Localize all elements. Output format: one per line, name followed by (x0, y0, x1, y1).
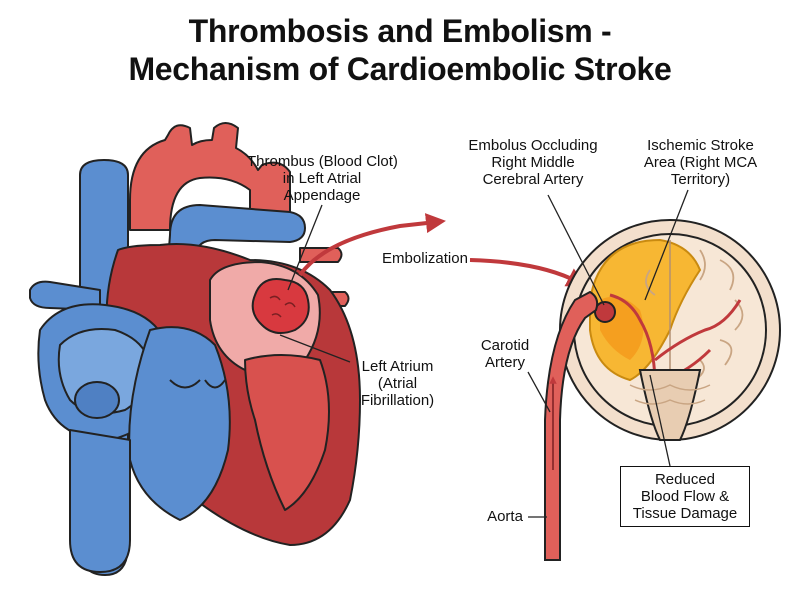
right-ventricle (128, 326, 231, 521)
embolization-arrow (298, 213, 446, 277)
aortic-arch (129, 122, 291, 231)
page-title: Thrombosis and Embolism - Mechanism of C… (0, 12, 800, 88)
tricuspid-valve (169, 379, 226, 389)
heart-illustration (29, 122, 361, 576)
right-atrium-oval (74, 381, 120, 419)
reduced-leader (649, 374, 671, 467)
title-line-2: Mechanism of Cardioembolic Stroke (128, 51, 672, 87)
embolus-clot (594, 301, 616, 323)
carotid-label: Carotid Artery (480, 337, 530, 371)
title-line-1: Thrombosis and Embolism - (188, 13, 612, 49)
reduced-flow-box: Reduced Blood Flow & Tissue Damage (620, 466, 750, 527)
embolization-arrow-2 (469, 258, 587, 287)
thrombus-clot-texture (269, 295, 296, 318)
carotid-artery (544, 290, 599, 561)
left-atrium-label: Left Atrium (Atrial Fibrillation) (360, 358, 435, 409)
thrombus-label: Thrombus (Blood Clot) in Left Atrial App… (247, 153, 398, 204)
brain-illustration (559, 219, 781, 441)
thrombus-clot (251, 278, 310, 335)
cerebellum-lines (629, 384, 711, 405)
thrombus-leader (287, 204, 323, 291)
ischemic-leader (644, 189, 689, 301)
embolus-label: Embolus Occluding Right Middle Cerebral … (468, 137, 598, 188)
brainstem (638, 369, 702, 441)
aorta-label: Aorta (487, 508, 523, 525)
embolization-label: Embolization (382, 250, 468, 267)
brain-folds (645, 249, 744, 381)
embolus-leader (547, 194, 605, 306)
ischemic-label: Ischemic Stroke Area (Right MCA Territor… (643, 137, 758, 188)
carotid-leader (527, 371, 551, 413)
inferior-vena-cava (69, 429, 131, 573)
left-ventricle (244, 354, 330, 511)
left-atrium-leader (279, 334, 351, 363)
